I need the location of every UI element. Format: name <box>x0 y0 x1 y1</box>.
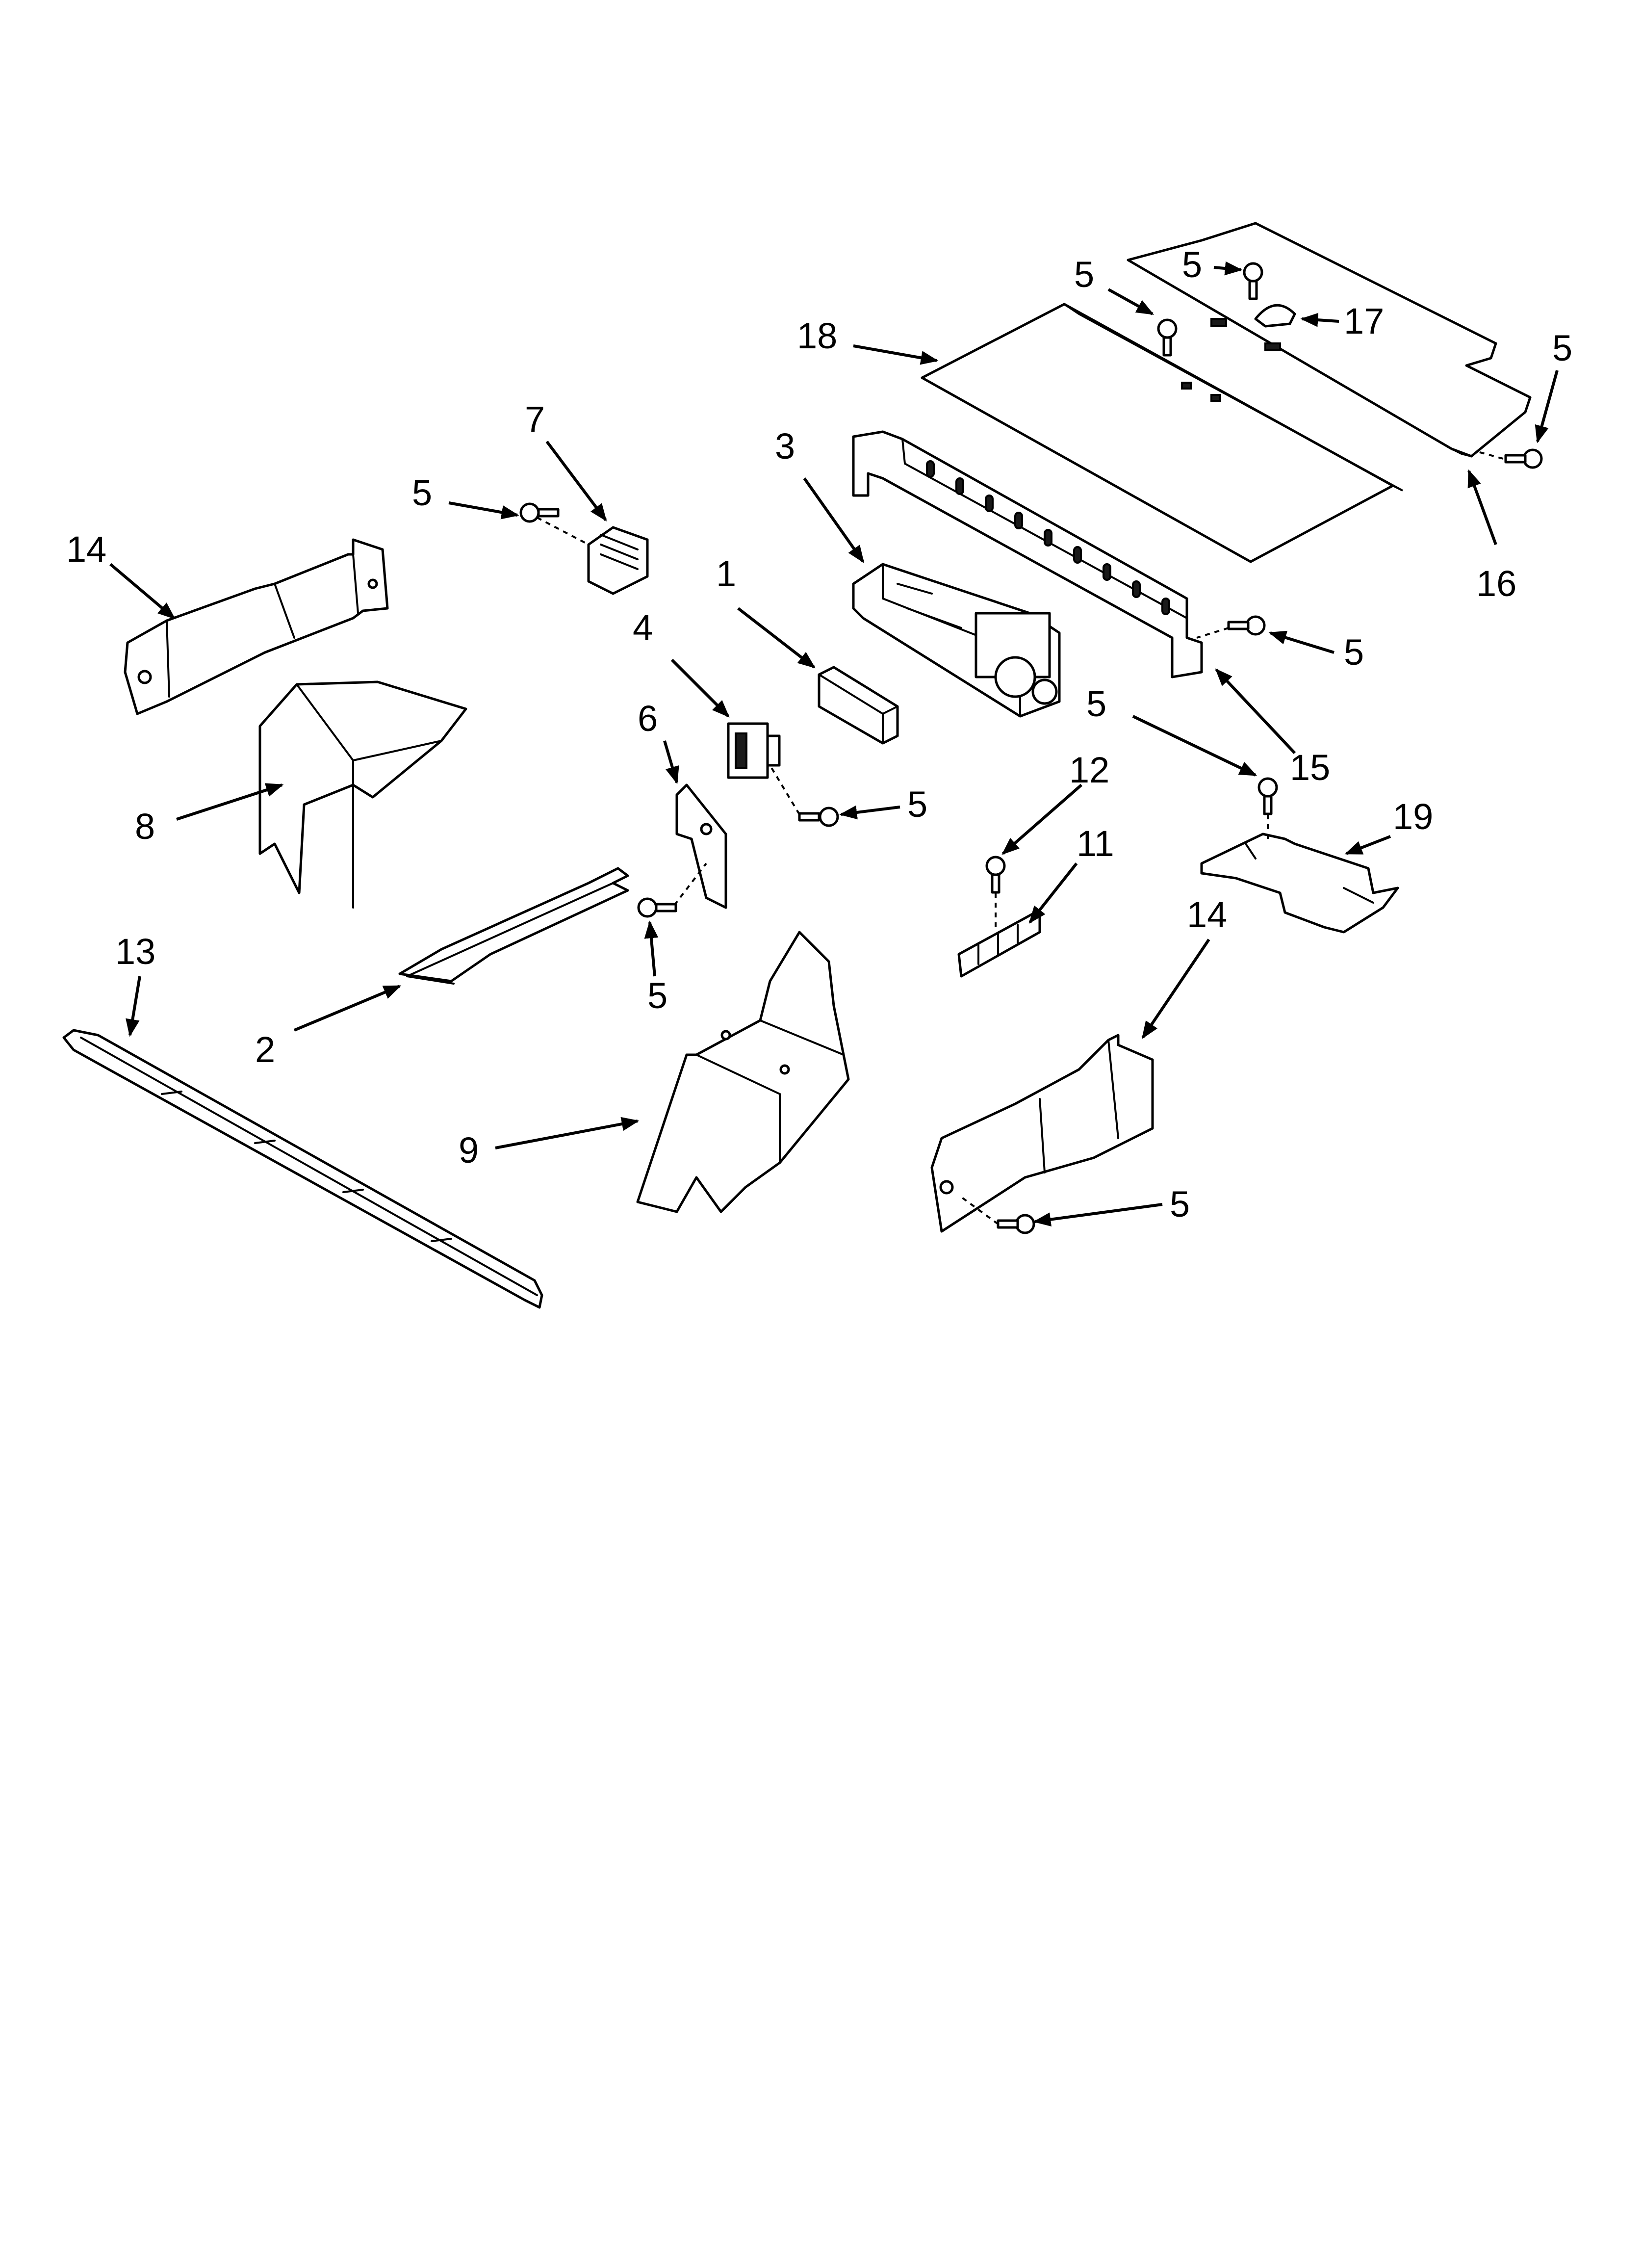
callout-19: 19 <box>1393 796 1433 837</box>
screw <box>1504 448 1543 469</box>
leader-lines <box>109 261 1559 1226</box>
callout-15: 15 <box>1290 747 1330 788</box>
callout-7: 7 <box>525 399 545 440</box>
part-1-foam-block <box>818 666 899 745</box>
screw <box>997 1214 1035 1234</box>
callout-5: 5 <box>907 784 927 825</box>
part-15-slots <box>926 460 1170 615</box>
callout-5: 5 <box>1074 254 1094 295</box>
callout-14: 14 <box>66 529 106 570</box>
callout-12: 12 <box>1069 750 1109 790</box>
callout-9: 9 <box>459 1130 479 1171</box>
callout-1: 1 <box>716 553 736 594</box>
callout-3: 3 <box>775 426 795 467</box>
callout-2: 2 <box>255 1029 275 1070</box>
callout-5: 5 <box>1552 328 1572 368</box>
part-16-top-cover <box>1127 222 1532 458</box>
part-6-bracket <box>675 783 727 909</box>
callout-13: 13 <box>115 931 155 972</box>
callout-5: 5 <box>1344 632 1364 673</box>
part-18-top-panel <box>921 303 1403 563</box>
part-13-long-trim <box>62 1029 543 1309</box>
part-8-duct <box>258 680 467 909</box>
callout-labels: 18 5 5 17 5 16 3 7 5 1 4 14 5 15 5 5 6 8… <box>66 244 1572 1225</box>
screw <box>1227 615 1266 636</box>
callout-11: 11 <box>1077 823 1114 864</box>
callout-17: 17 <box>1344 301 1384 341</box>
callout-14: 14 <box>1187 894 1227 935</box>
callout-18: 18 <box>797 315 837 356</box>
callout-5: 5 <box>647 975 667 1016</box>
alignment-lines <box>537 450 1504 1225</box>
part-14-right-bracket <box>930 1034 1154 1233</box>
part-9-deflector <box>636 931 850 1213</box>
part-14-left-bracket <box>124 538 389 715</box>
callout-5: 5 <box>1086 683 1106 724</box>
screw <box>1243 262 1263 300</box>
callout-8: 8 <box>135 806 155 847</box>
part-17-clip <box>1254 304 1296 328</box>
screw <box>519 502 560 523</box>
part-11-terminal-block <box>957 909 1041 978</box>
part-7-transformer <box>587 526 649 595</box>
part-4-switch <box>727 722 781 779</box>
callout-6: 6 <box>638 698 658 739</box>
callout-5: 5 <box>412 472 432 513</box>
screw <box>1257 777 1278 815</box>
callout-16: 16 <box>1476 563 1516 604</box>
callout-5: 5 <box>1170 1184 1190 1225</box>
callout-5: 5 <box>1182 244 1202 285</box>
part-19-mounting-plate <box>1200 833 1399 934</box>
part-2-channel-strip <box>398 867 629 985</box>
screw <box>637 897 677 918</box>
part-15-channel-bracket <box>852 430 1203 678</box>
screw <box>985 856 1006 894</box>
callout-4: 4 <box>633 607 653 648</box>
screw <box>798 807 839 827</box>
screw <box>1157 318 1178 357</box>
part-3-control-module <box>852 563 1061 718</box>
